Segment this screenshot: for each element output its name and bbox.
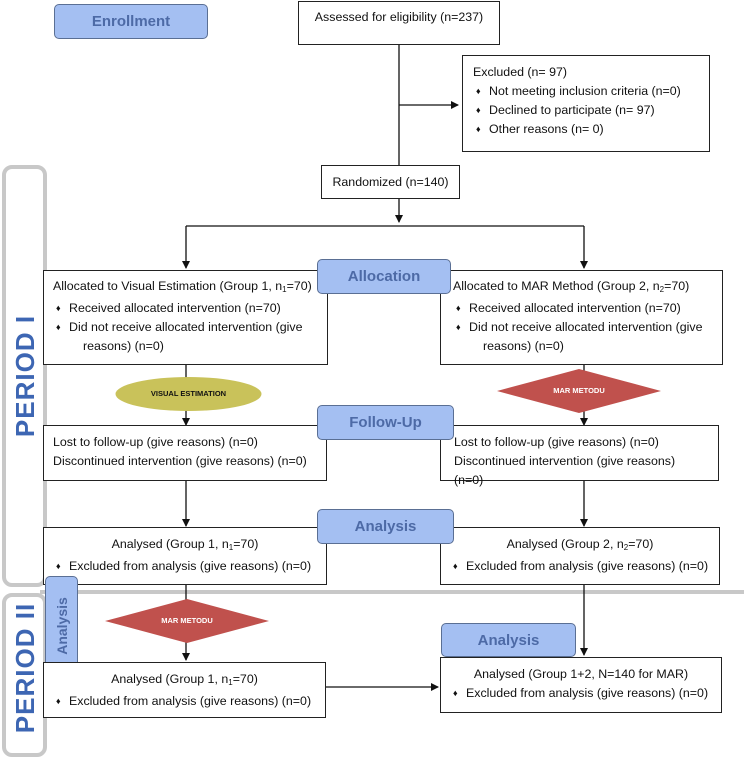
stage-analysis-vertical: Analysis <box>45 576 78 676</box>
analysed-p2-left-title: Analysed (Group 1, n1=70) <box>111 672 258 687</box>
assessed-box: Assessed for eligibility (n=237) <box>298 1 500 45</box>
period-1-frame <box>2 165 47 587</box>
excluded-title: Excluded (n= 97) <box>473 65 568 79</box>
randomized-text: Randomized (n=140) <box>332 175 449 189</box>
followup-right-box: Lost to follow-up (give reasons) (n=0) D… <box>440 425 719 487</box>
analysed-right-title: Analysed (Group 2, n2=70) <box>506 537 654 552</box>
allocated-left-title: Allocated to Visual Estimation (Group 1,… <box>53 279 312 294</box>
excluded-item: Other reasons (n= 0) <box>473 120 699 139</box>
analysed-p2-right-title: Analysed (Group 1+2, N=140 for MAR) <box>473 667 689 681</box>
stage-analysis: Analysis <box>317 509 454 544</box>
allocated-right-title: Allocated to MAR Method (Group 2, n2=70) <box>453 279 690 294</box>
excluded-item: Not meeting inclusion criteria (n=0) <box>473 82 699 101</box>
visual-estimation-label: VISUAL ESTIMATION <box>150 389 227 398</box>
followup-right-line: Discontinued intervention (give reasons)… <box>454 454 676 487</box>
stage-allocation: Allocation <box>317 259 451 294</box>
allocated-left-box: Allocated to Visual Estimation (Group 1,… <box>43 270 328 365</box>
allocated-right-item-cont: reasons) (n=0) <box>483 339 564 353</box>
analysed-p2-left-item: Excluded from analysis (give reasons) (n… <box>53 692 316 711</box>
analysed-right-item: Excluded from analysis (give reasons) (n… <box>450 557 710 576</box>
allocated-right-box: Allocated to MAR Method (Group 2, n2=70)… <box>440 270 723 365</box>
analysed-right-box: Analysed (Group 2, n2=70) Excluded from … <box>440 527 720 585</box>
allocated-right-item: Received allocated intervention (n=70) <box>453 299 710 318</box>
allocated-left-item-cont: reasons) (n=0) <box>83 339 164 353</box>
excluded-item: Declined to participate (n= 97) <box>473 101 699 120</box>
excluded-box: Excluded (n= 97) Not meeting inclusion c… <box>462 55 710 152</box>
analysed-p2-left-box: Analysed (Group 1, n1=70) Excluded from … <box>43 662 326 718</box>
allocated-right-item: Did not receive allocated intervention (… <box>453 318 710 337</box>
stage-analysis-p2: Analysis <box>441 623 576 657</box>
mar-diamond-left-label: MAR METODU <box>161 616 213 625</box>
analysed-p2-right-item: Excluded from analysis (give reasons) (n… <box>450 684 712 703</box>
mar-diamond-right-label: MAR METODU <box>553 386 605 395</box>
stage-analysis-vertical-label: Analysis <box>53 597 70 655</box>
allocated-left-item: Did not receive allocated intervention (… <box>53 318 318 337</box>
followup-right-line: Lost to follow-up (give reasons) (n=0) <box>454 435 659 449</box>
stage-follow-up: Follow-Up <box>317 405 454 440</box>
stage-enrollment: Enrollment <box>54 4 208 39</box>
mar-diamond-right <box>497 369 661 413</box>
allocated-left-item: Received allocated intervention (n=70) <box>53 299 318 318</box>
analysed-left-title: Analysed (Group 1, n1=70) <box>111 537 259 552</box>
followup-left-line: Discontinued intervention (give reasons)… <box>53 454 307 468</box>
randomized-box: Randomized (n=140) <box>321 165 460 199</box>
assessed-text: Assessed for eligibility (n=237) <box>314 10 484 24</box>
analysed-left-box: Analysed (Group 1, n1=70) Excluded from … <box>43 527 327 585</box>
mar-diamond-left <box>105 599 269 643</box>
analysed-p2-right-box: Analysed (Group 1+2, N=140 for MAR) Excl… <box>440 657 722 713</box>
followup-left-box: Lost to follow-up (give reasons) (n=0) D… <box>43 425 327 481</box>
followup-left-line: Lost to follow-up (give reasons) (n=0) <box>53 435 258 449</box>
period-divider <box>40 590 744 594</box>
analysed-left-item: Excluded from analysis (give reasons) (n… <box>53 557 317 576</box>
visual-estimation-ellipse <box>115 377 262 411</box>
